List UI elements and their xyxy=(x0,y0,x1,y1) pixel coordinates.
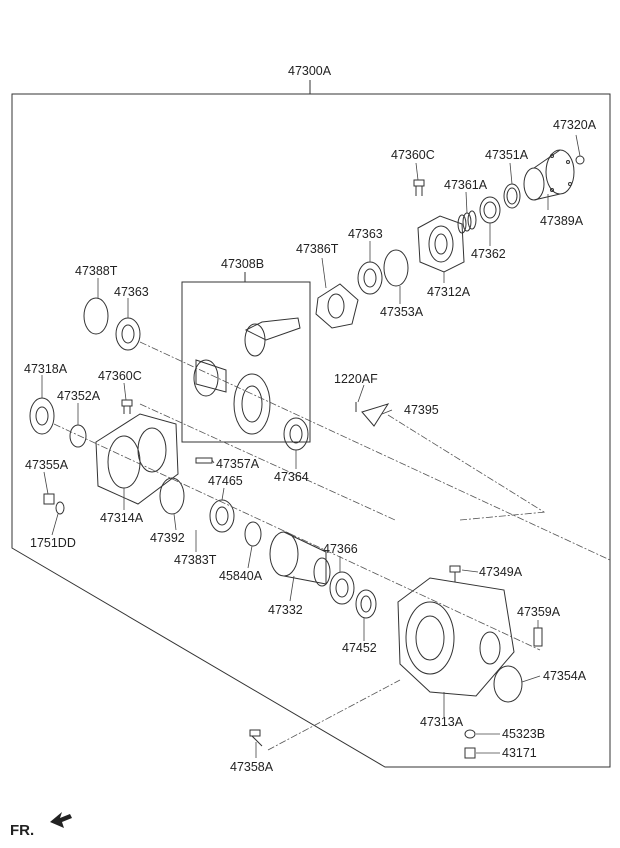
part-47392 xyxy=(159,477,185,515)
label-47364: 47364 xyxy=(274,470,309,484)
label-47314A: 47314A xyxy=(100,511,144,525)
label-47352A: 47352A xyxy=(57,389,101,403)
part-45840A xyxy=(244,521,262,547)
part-47357A xyxy=(195,457,213,464)
label-47312A: 47312A xyxy=(427,285,471,299)
part-47332 xyxy=(269,531,331,587)
label-1220AF: 1220AF xyxy=(334,372,378,386)
label-47318A: 47318A xyxy=(24,362,68,376)
label-47308B: 47308B xyxy=(221,257,265,271)
label-45323B: 45323B xyxy=(502,727,546,741)
label-45840A: 45840A xyxy=(219,569,263,583)
label-43171: 43171 xyxy=(502,746,537,760)
label-47389A: 47389A xyxy=(540,214,584,228)
label-47300A: 47300A xyxy=(288,64,332,78)
part-47353A xyxy=(383,249,409,287)
label-47357A: 47357A xyxy=(216,457,260,471)
label-47386T: 47386T xyxy=(296,242,339,256)
assembly-boundary xyxy=(11,80,611,768)
part-47363-left xyxy=(115,317,141,351)
part-45323B xyxy=(464,729,476,739)
part-47349A xyxy=(449,565,461,582)
label-47320A: 47320A xyxy=(553,118,597,132)
label-47353A: 47353A xyxy=(380,305,424,319)
part-47364 xyxy=(283,417,309,451)
part-47360C-top xyxy=(413,179,425,196)
part-47363-top xyxy=(357,261,383,295)
part-47452 xyxy=(355,589,377,619)
label-47395: 47395 xyxy=(404,403,439,417)
part-47352A xyxy=(69,424,87,448)
part-47389A xyxy=(523,149,575,201)
part-47361A xyxy=(457,210,477,234)
label-47388T: 47388T xyxy=(75,264,118,278)
part-47314A xyxy=(95,413,179,505)
part-47360C-left xyxy=(121,399,133,414)
label-47360C-top: 47360C xyxy=(391,148,435,162)
part-47362 xyxy=(479,196,501,224)
label-1751DD: 1751DD xyxy=(30,536,76,550)
label-47332: 47332 xyxy=(268,603,303,617)
leader-lines xyxy=(41,134,581,758)
part-47359A xyxy=(533,627,543,647)
part-47318A xyxy=(29,397,55,435)
part-47312A xyxy=(417,215,465,273)
label-47351A: 47351A xyxy=(485,148,529,162)
part-47313A xyxy=(397,577,515,697)
label-47355A: 47355A xyxy=(25,458,69,472)
part-47366 xyxy=(329,571,355,605)
part-47395 xyxy=(361,403,390,427)
label-47363-top: 47363 xyxy=(348,227,383,241)
direction-label: FR. xyxy=(10,822,35,839)
label-47452: 47452 xyxy=(342,641,377,655)
part-47386T xyxy=(315,283,359,329)
part-47308B-gear xyxy=(193,317,301,435)
part-47355A xyxy=(43,493,55,505)
part-1751DD xyxy=(55,501,65,515)
label-47358A: 47358A xyxy=(230,760,274,774)
label-47360C-left: 47360C xyxy=(98,369,142,383)
part-47354A xyxy=(493,665,523,703)
label-47363-left: 47363 xyxy=(114,285,149,299)
label-47313A: 47313A xyxy=(420,715,464,729)
label-47354A: 47354A xyxy=(543,669,587,683)
label-47349A: 47349A xyxy=(479,565,523,579)
part-47465 xyxy=(209,499,235,533)
label-47383T: 47383T xyxy=(174,553,217,567)
part-47388T xyxy=(83,297,109,335)
alignment-lines xyxy=(53,341,611,751)
label-47465: 47465 xyxy=(208,474,243,488)
bracket-47308B xyxy=(181,272,311,443)
label-47361A: 47361A xyxy=(444,178,488,192)
label-47359A: 47359A xyxy=(517,605,561,619)
label-47362: 47362 xyxy=(471,247,506,261)
label-47366: 47366 xyxy=(323,542,358,556)
part-47320A xyxy=(575,155,585,165)
label-47392: 47392 xyxy=(150,531,185,545)
part-47358A xyxy=(249,729,263,747)
arrow-left-down-icon xyxy=(50,812,72,828)
part-43171 xyxy=(464,747,476,759)
